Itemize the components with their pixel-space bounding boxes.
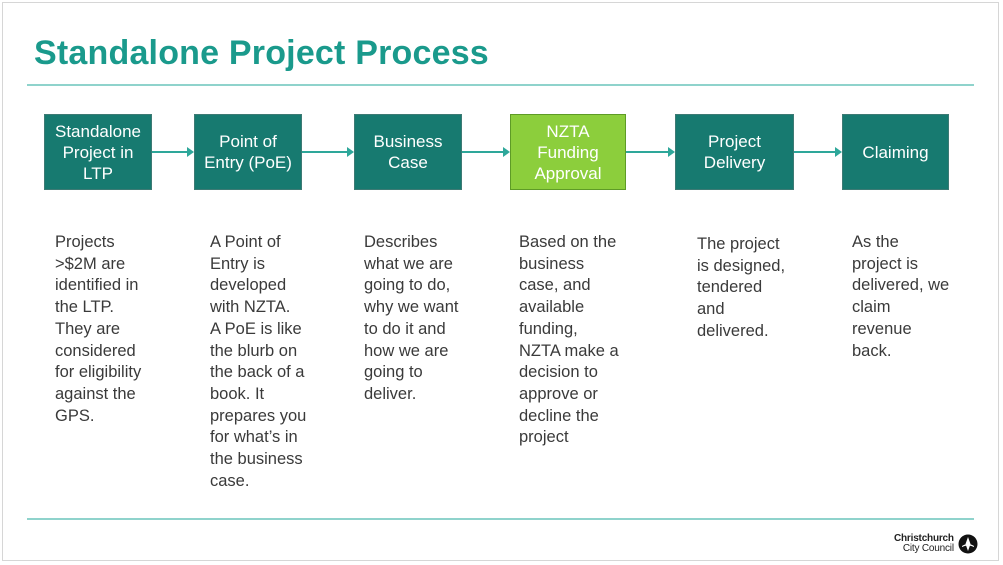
description-line: They are <box>55 319 121 338</box>
step-label-line: Case <box>388 153 428 172</box>
description-line: As the <box>852 233 899 251</box>
step-label-line: Standalone <box>54 121 142 141</box>
description-line: the back of a <box>210 363 305 382</box>
step-label-line: Approval <box>534 163 602 183</box>
step-label-line: Delivery <box>703 153 766 172</box>
description-line: claim <box>852 298 891 317</box>
slide-title: Standalone Project Process <box>34 34 489 72</box>
description-line: how we are <box>364 341 449 360</box>
step-label-line: Project in <box>62 142 134 162</box>
description-line: why we want <box>364 298 459 317</box>
description-project-delivery: The project is designed, tendered and de… <box>697 234 785 343</box>
description-line: Entry is <box>210 254 266 273</box>
description-line: developed <box>210 276 287 295</box>
description-line: with NZTA. <box>210 298 291 317</box>
flow-arrow <box>626 147 675 157</box>
step-label-line: Claiming <box>862 142 929 162</box>
description-line: GPS. <box>55 406 95 425</box>
description-line: is designed, <box>697 256 786 275</box>
step-label-line: NZTA <box>546 121 590 141</box>
description-line: A PoE is like <box>210 319 302 338</box>
step-label-line: Point of <box>219 132 277 151</box>
description-line: case, and <box>519 276 591 295</box>
description-line: business <box>519 254 585 273</box>
council-logo: Christchurch City Council <box>894 534 978 554</box>
description-line: deliver. <box>364 384 417 403</box>
description-line: Describes <box>364 233 438 251</box>
description-line: >$2M are <box>55 254 126 273</box>
description-line: the blurb on <box>210 341 298 360</box>
step-project-delivery: Project Delivery <box>675 114 794 190</box>
description-line: project <box>519 428 569 447</box>
step-label-line: LTP <box>83 163 113 183</box>
description-line: book. It <box>210 384 265 403</box>
description-line: considered <box>55 341 136 360</box>
description-line: Based on the <box>519 233 617 251</box>
description-line: what we are <box>364 254 453 273</box>
description-line: funding, <box>519 319 578 338</box>
step-standalone-project: Standalone Project in LTP <box>44 114 152 190</box>
step-point-of-entry: Point of Entry (PoE) <box>194 114 302 190</box>
flow-arrow <box>794 147 842 157</box>
description-line: delivered, we <box>852 276 950 295</box>
description-line: going to <box>364 363 423 382</box>
step-label-line: Entry (PoE) <box>204 153 292 172</box>
description-line: decision to <box>519 363 598 382</box>
description-line: against the <box>55 384 136 403</box>
description-line: for what’s in <box>210 428 298 447</box>
description-line: The project <box>697 235 780 253</box>
description-point-of-entry: A Point of Entry is developed with NZTA.… <box>210 232 306 492</box>
description-line: case. <box>210 471 250 490</box>
step-label-line: Business <box>373 132 443 151</box>
description-claiming: As the project is delivered, we claim re… <box>852 232 949 362</box>
description-line: approve or <box>519 384 598 403</box>
description-line: the business <box>210 450 303 469</box>
flow-arrow <box>462 147 510 157</box>
step-nzta-funding-approval: NZTA Funding Approval <box>510 114 626 190</box>
description-nzta-funding-approval: Based on the business case, and availabl… <box>519 232 619 449</box>
council-emblem-icon <box>958 534 978 554</box>
description-line: back. <box>852 341 892 360</box>
description-line: delivered. <box>697 321 769 340</box>
step-claiming: Claiming <box>842 114 949 190</box>
description-line: decline the <box>519 406 599 425</box>
description-line: for eligibility <box>55 363 142 382</box>
description-line: revenue <box>852 319 912 338</box>
bottom-divider <box>27 518 974 520</box>
description-line: the LTP. <box>55 298 115 317</box>
step-business-case: Business Case <box>354 114 462 190</box>
flow-arrow <box>152 147 194 157</box>
description-business-case: Describes what we are going to do, why w… <box>364 232 458 406</box>
logo-line-1: Christchurch <box>894 533 954 544</box>
flow-arrow <box>302 147 354 157</box>
description-line: A Point of <box>210 233 281 251</box>
description-line: tendered <box>697 278 763 297</box>
description-line: going to do, <box>364 276 451 295</box>
description-line: available <box>519 298 585 317</box>
step-label-line: Project <box>708 132 761 151</box>
description-line: NZTA make a <box>519 341 619 360</box>
step-label-line: Funding <box>537 142 599 162</box>
description-line: project is <box>852 254 919 273</box>
description-line: and <box>697 300 725 319</box>
description-standalone-project: Projects >$2M are identified in the LTP.… <box>55 232 141 427</box>
description-line: to do it and <box>364 319 446 338</box>
top-divider <box>27 84 974 86</box>
description-line: identified in <box>55 276 139 295</box>
logo-line-2: City Council <box>902 543 954 554</box>
description-line: Projects <box>55 233 115 251</box>
description-line: prepares you <box>210 406 307 425</box>
